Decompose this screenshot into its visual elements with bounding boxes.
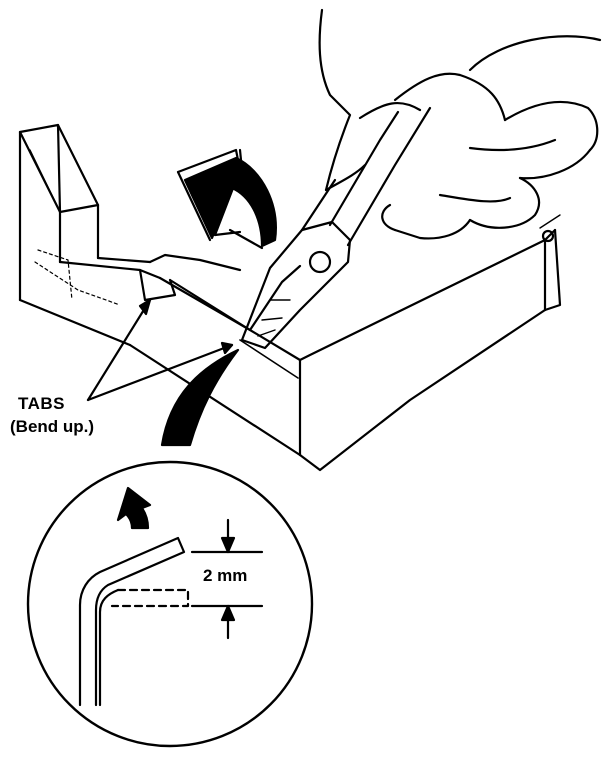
tabs-leader-lines bbox=[88, 300, 232, 400]
detail-circle bbox=[28, 462, 312, 746]
tabs-label: TABS bbox=[18, 394, 66, 413]
dimension-arrowhead bbox=[222, 538, 234, 552]
leader-arrowhead bbox=[140, 300, 150, 314]
pliers-icon bbox=[242, 108, 430, 348]
hand-icon bbox=[320, 10, 600, 238]
tabs-instruction: (Bend up.) bbox=[10, 417, 95, 436]
callout-pointer bbox=[162, 350, 238, 445]
bend-arrow-icon bbox=[118, 488, 150, 528]
tab-cross-section bbox=[80, 538, 184, 705]
tab-original-outline bbox=[112, 590, 188, 606]
bend-arrow-icon bbox=[185, 158, 276, 246]
dimension-label: 2 mm bbox=[203, 566, 248, 585]
dimension-arrowhead bbox=[222, 606, 234, 620]
leader-arrowhead bbox=[222, 343, 232, 353]
mounting-bracket bbox=[20, 125, 560, 470]
